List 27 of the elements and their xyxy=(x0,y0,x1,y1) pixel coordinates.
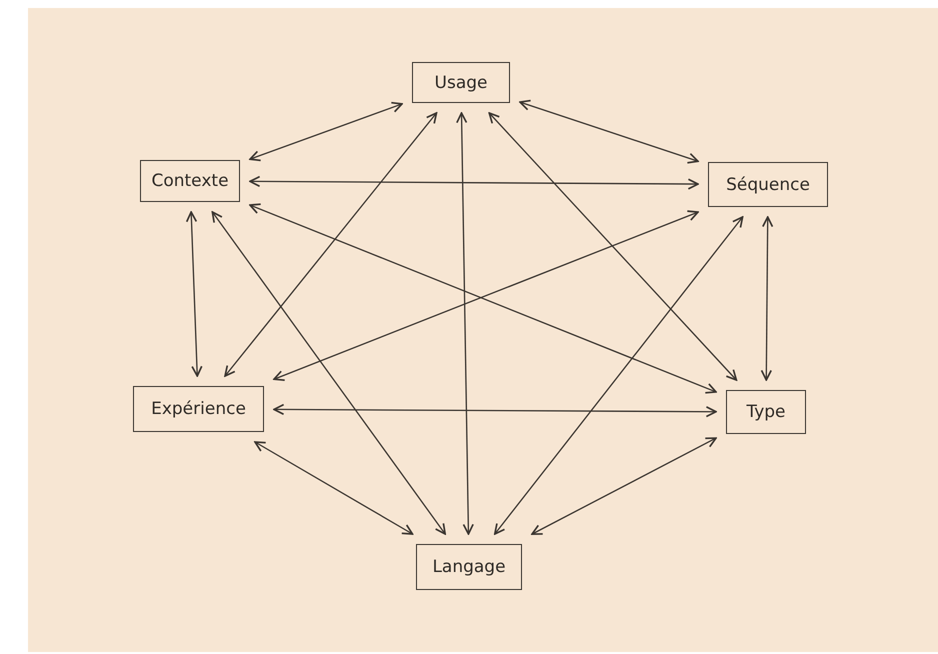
label-box xyxy=(412,62,510,103)
node-label: Langage xyxy=(432,557,506,577)
label-box xyxy=(140,160,240,202)
double-headed-arrow xyxy=(249,203,717,394)
node-label: Contexte xyxy=(151,171,229,191)
label-box xyxy=(416,544,522,590)
double-headed-arrow xyxy=(249,102,403,162)
double-headed-arrow xyxy=(249,176,699,190)
double-headed-arrow xyxy=(273,404,717,418)
node-label: Type xyxy=(746,402,786,422)
label-box xyxy=(708,162,828,207)
double-headed-arrow xyxy=(254,441,414,535)
label-box xyxy=(133,386,264,432)
double-headed-arrow xyxy=(519,100,699,164)
double-headed-arrow xyxy=(531,437,717,535)
label-box xyxy=(726,390,806,434)
double-headed-arrow xyxy=(186,211,203,377)
double-headed-arrow xyxy=(494,216,744,535)
double-headed-arrow xyxy=(224,112,438,377)
double-headed-arrow xyxy=(488,112,738,381)
double-headed-arrow xyxy=(212,211,446,535)
double-headed-arrow xyxy=(273,210,699,382)
node-label: Usage xyxy=(434,72,488,92)
double-headed-arrow xyxy=(760,216,774,381)
double-headed-arrow xyxy=(456,112,474,535)
node-label: Séquence xyxy=(726,174,810,194)
node-label: Expérience xyxy=(151,399,246,419)
